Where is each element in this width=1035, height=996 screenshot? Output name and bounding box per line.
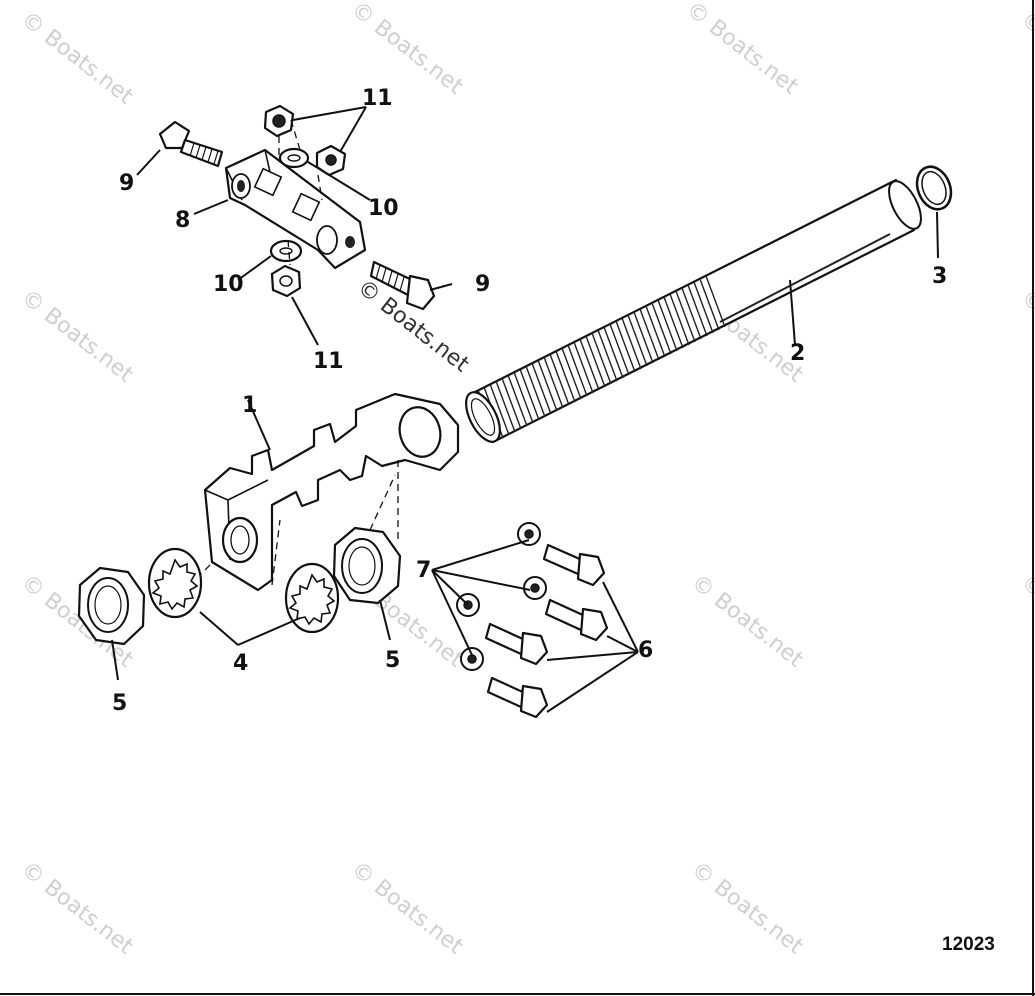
washer-part-10-top	[278, 147, 310, 169]
washer-part-10-bottom	[269, 239, 303, 263]
watermark: © Boats.net	[686, 570, 807, 673]
bolt-part-9-lower	[369, 260, 436, 311]
callout-9-lower: 9	[475, 272, 490, 297]
callout-3: 3	[932, 264, 947, 289]
callout-7: 7	[416, 558, 431, 583]
callout-10-upper: 10	[368, 196, 399, 221]
screw-part-6-d	[486, 676, 549, 719]
screw-part-6-a	[542, 543, 606, 587]
jam-nut-part-5-right	[332, 526, 402, 605]
retaining-ring-part-3	[915, 165, 953, 211]
watermark: © Boats.net	[346, 857, 467, 960]
callout-8: 8	[175, 208, 190, 233]
screw-part-6-c	[484, 622, 549, 666]
callout-10-lower: 10	[213, 272, 244, 297]
callout-6: 6	[638, 638, 653, 663]
callout-5-left: 5	[112, 691, 127, 716]
lock-washer-part-4-right	[284, 562, 340, 634]
callout-2: 2	[790, 341, 805, 366]
watermark: © Boats.net	[16, 7, 137, 110]
watermark: © Boats.net	[346, 0, 467, 100]
lock-washer-part-4-left	[147, 547, 203, 619]
star-washer-part-7-b	[523, 576, 547, 600]
nut-part-11-top	[263, 104, 295, 138]
threaded-tube-part-2	[465, 178, 922, 444]
callout-5-right: 5	[385, 648, 400, 673]
star-washer-part-7-a	[517, 522, 541, 546]
watermark: © Boats.net	[16, 857, 137, 960]
figure-code: 12023	[942, 934, 995, 955]
watermark: © Boats.net	[686, 857, 807, 960]
clamp-block-part-8	[224, 148, 367, 270]
callout-11-lower: 11	[313, 349, 344, 374]
callout-9-upper: 9	[119, 171, 134, 196]
callout-4: 4	[233, 651, 248, 676]
bracket-part-1	[203, 392, 460, 592]
screw-part-6-b	[544, 598, 609, 642]
nut-part-11-bottom	[270, 264, 302, 298]
callout-1: 1	[242, 393, 257, 418]
callout-labels: 1 2 3 4 5 5 6 7 8 9 9 10 10 11 11 12023	[112, 86, 995, 955]
watermark: © Boats.net	[681, 0, 802, 100]
star-washer-part-7-d	[460, 647, 484, 671]
jam-nut-part-5-left	[77, 566, 146, 646]
watermark: © Boats.net	[16, 285, 137, 388]
leader-lines	[111, 106, 939, 713]
bolt-part-9-upper	[158, 120, 224, 168]
callout-11-upper: 11	[362, 86, 393, 111]
